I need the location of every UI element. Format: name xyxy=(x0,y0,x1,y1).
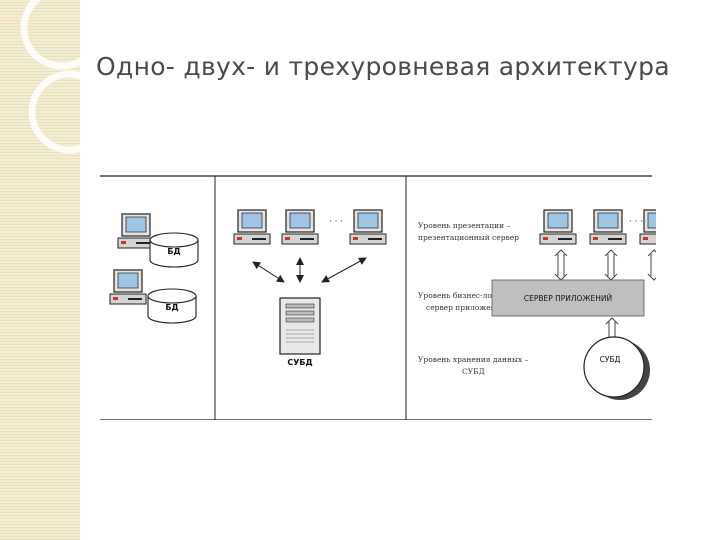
dbms-label: СУБД xyxy=(600,355,621,364)
business-tier-label: сервер приложений xyxy=(426,303,506,312)
architecture-diagram: БД БД · · · СУБД Уровень презентации – п… xyxy=(100,175,656,420)
connection-arrow xyxy=(252,261,285,283)
workstation-icon xyxy=(109,269,147,305)
storage-tier-label: Уровень хранения данных – xyxy=(418,355,529,364)
dbms-disk-icon xyxy=(583,336,650,400)
ellipsis: · · · xyxy=(329,217,343,227)
workstation-icon xyxy=(589,209,627,245)
workstation-icon xyxy=(539,209,577,245)
workstation-icon xyxy=(349,209,387,245)
app-server-label: СЕРВЕР ПРИЛОЖЕНИЙ xyxy=(524,294,612,303)
presentation-tier-label: Уровень презентации – xyxy=(418,221,510,230)
two-tier-panel: · · · СУБД xyxy=(233,209,387,367)
app-server-bar xyxy=(491,279,645,317)
storage-tier-label: СУБД xyxy=(462,367,485,376)
workstation-icon xyxy=(233,209,271,245)
workstation-icon xyxy=(281,209,319,245)
bidirectional-arrow xyxy=(647,249,656,281)
ellipsis: · · · xyxy=(629,217,643,227)
bidirectional-arrow xyxy=(604,249,618,281)
server-label: СУБД xyxy=(287,358,312,367)
one-tier-panel: БД БД xyxy=(109,213,199,324)
bidirectional-arrow xyxy=(554,249,568,281)
slide-title: Одно- двух- и трехуровневая архитектура xyxy=(96,52,670,81)
three-tier-panel: Уровень презентации – презентационный се… xyxy=(418,209,656,400)
database-label: БД xyxy=(167,247,180,256)
business-tier-label: Уровень бизнес-логики – xyxy=(418,291,517,300)
server-tower-icon xyxy=(279,297,321,355)
decorative-side-strip xyxy=(0,0,80,540)
workstation-icon xyxy=(117,213,155,249)
database-label: БД xyxy=(165,303,178,312)
diagram-frame xyxy=(100,175,652,420)
connection-arrow xyxy=(321,257,367,283)
decorative-circles xyxy=(20,0,80,154)
presentation-tier-label: презентационный сервер xyxy=(418,233,519,242)
workstation-icon xyxy=(639,209,656,245)
